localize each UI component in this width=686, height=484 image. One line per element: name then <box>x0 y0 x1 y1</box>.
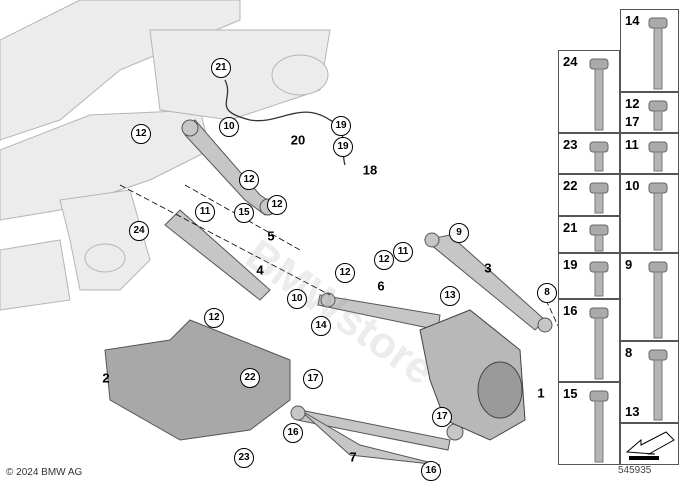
callout-19: 19 <box>331 116 351 136</box>
callout-17: 17 <box>303 369 323 389</box>
part-label-3: 3 <box>484 260 492 276</box>
fastener-label: 8 <box>625 345 633 360</box>
fastener-label: 14 <box>625 13 640 28</box>
callout-12: 12 <box>131 124 151 144</box>
fastener-cell-19: 19 <box>558 253 620 299</box>
callout-10: 10 <box>287 289 307 309</box>
callout-10: 10 <box>219 117 239 137</box>
callout-8: 8 <box>537 283 557 303</box>
fastener-cell-22: 22 <box>558 174 620 216</box>
fastener-cell-16: 16 <box>558 299 620 382</box>
fastener-cell-15: 15 <box>558 382 620 465</box>
underbody-shield <box>104 319 291 441</box>
callout-11: 11 <box>195 202 215 222</box>
suspension-arms <box>164 119 553 466</box>
fastener-label: 24 <box>563 54 578 69</box>
fastener-label: 19 <box>563 257 578 272</box>
part-label-5: 5 <box>267 228 275 244</box>
fastener-icon <box>648 182 668 251</box>
fastener-icon <box>589 390 609 463</box>
fastener-icon <box>648 349 668 421</box>
callout-12: 12 <box>374 250 394 270</box>
sensor-cable <box>224 79 346 166</box>
fastener-label: 22 <box>563 178 578 193</box>
fastener-icon <box>589 224 609 252</box>
fastener-cell-14: 14 <box>620 9 679 92</box>
fastener-label: 15 <box>563 386 578 401</box>
callout-12: 12 <box>239 170 259 190</box>
part-label-6: 6 <box>377 278 385 294</box>
part-label-18: 18 <box>362 162 378 178</box>
callout-15: 15 <box>234 203 254 223</box>
callout-19: 19 <box>333 137 353 157</box>
fastener-icon <box>589 182 609 214</box>
callout-13: 13 <box>440 286 460 306</box>
part-label-1: 1 <box>537 385 545 401</box>
fastener-icon <box>648 261 668 339</box>
callout-12: 12 <box>267 195 287 215</box>
callout-23: 23 <box>234 448 254 468</box>
fastener-label: 11 <box>625 137 639 152</box>
copyright: © 2024 BMW AG <box>6 467 83 478</box>
fastener-cell-11: 11 <box>620 133 679 174</box>
fastener-label: 23 <box>563 137 578 152</box>
callout-11: 11 <box>393 242 413 262</box>
callout-12: 12 <box>204 308 224 328</box>
fastener-icon <box>589 307 609 380</box>
callout-14: 14 <box>311 316 331 336</box>
fastener-cell-23: 23 <box>558 133 620 174</box>
fastener-label: 10 <box>625 178 640 193</box>
fastener-icon <box>648 17 668 90</box>
fastener-icon <box>648 141 668 172</box>
fastener-icon <box>589 261 609 297</box>
callout-12: 12 <box>335 263 355 283</box>
part-label-20: 20 <box>290 132 306 148</box>
callout-17: 17 <box>432 407 452 427</box>
fastener-cell-9: 9 <box>620 253 679 341</box>
fastener-icon <box>648 100 668 131</box>
fastener-label: 21 <box>563 220 578 235</box>
callout-9: 9 <box>449 223 469 243</box>
fastener-label: 12 <box>625 96 640 111</box>
part-label-2: 2 <box>102 370 110 386</box>
fastener-icon <box>589 58 609 131</box>
fastener-cell-8: 8 13 <box>620 341 679 423</box>
callout-16: 16 <box>283 423 303 443</box>
callout-21: 21 <box>211 58 231 78</box>
part-label-4: 4 <box>256 262 264 278</box>
diagram-number: 545935 <box>618 465 652 476</box>
callout-16: 16 <box>421 461 441 481</box>
arrow-icon <box>625 431 675 460</box>
fastener-label-secondary: 13 <box>625 404 640 419</box>
fastener-cell-21: 21 <box>558 216 620 253</box>
fastener-label: 16 <box>563 303 578 318</box>
fastener-label: 9 <box>625 257 633 272</box>
callout-22: 22 <box>240 368 260 388</box>
subframe <box>0 0 331 311</box>
part-label-7: 7 <box>349 449 357 465</box>
fastener-icon <box>589 141 609 172</box>
callout-24: 24 <box>129 221 149 241</box>
fastener-cell-10: 10 <box>620 174 679 253</box>
front-direction-cell <box>620 423 679 465</box>
fastener-cell-24: 24 <box>558 50 620 133</box>
fastener-label-secondary: 17 <box>625 114 640 129</box>
